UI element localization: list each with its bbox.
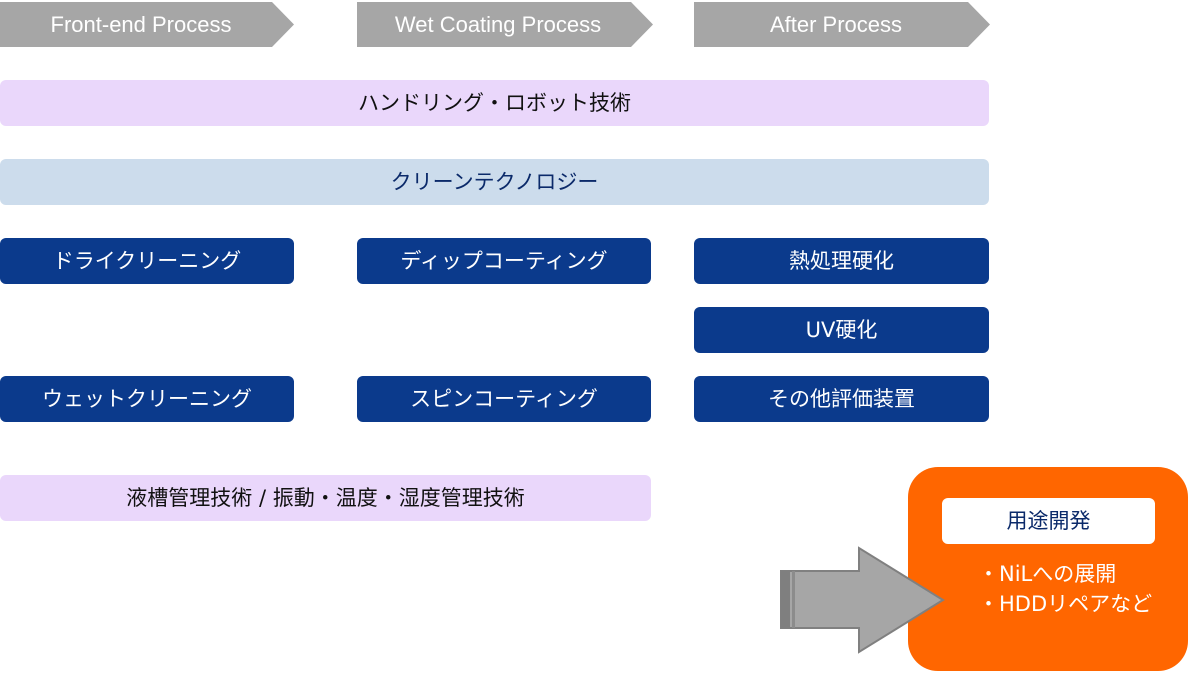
- process-stage-front-end: Front-end Process: [0, 2, 294, 47]
- wet-cleaning-box: ウェットクリーニング: [0, 376, 294, 422]
- application-list: NiLへの展開 HDDリペアなど: [978, 559, 1152, 619]
- other-evaluation-equipment-box: その他評価装置: [694, 376, 989, 422]
- process-stage-wet-coating: Wet Coating Process: [357, 2, 653, 47]
- handling-robot-tech-bar: ハンドリング・ロボット技術: [0, 80, 989, 126]
- process-stage-label: After Process: [769, 12, 903, 37]
- application-development-title: 用途開発: [942, 498, 1155, 544]
- chevron-arrow-icon: [357, 2, 653, 47]
- chevron-arrow-icon: [0, 2, 294, 47]
- right-arrow-icon: [780, 546, 945, 654]
- application-development-panel: 用途開発 NiLへの展開 HDDリペアなど: [908, 467, 1188, 671]
- application-item: HDDリペアなど: [978, 589, 1152, 619]
- dip-coating-box: ディップコーティング: [357, 238, 651, 284]
- spin-coating-box: スピンコーティング: [357, 376, 651, 422]
- process-stage-label: Wet Coating Process: [394, 12, 602, 37]
- heat-curing-box: 熱処理硬化: [694, 238, 989, 284]
- uv-curing-box: UV硬化: [694, 307, 989, 353]
- tank-management-tech-bar: 液槽管理技術 / 振動・温度・湿度管理技術: [0, 475, 651, 521]
- process-stage-after: After Process: [694, 2, 990, 47]
- application-item: NiLへの展開: [978, 559, 1152, 589]
- clean-technology-bar: クリーンテクノロジー: [0, 159, 989, 205]
- chevron-arrow-icon: [694, 2, 990, 47]
- process-stage-label: Front-end Process: [50, 12, 232, 37]
- dry-cleaning-box: ドライクリーニング: [0, 238, 294, 284]
